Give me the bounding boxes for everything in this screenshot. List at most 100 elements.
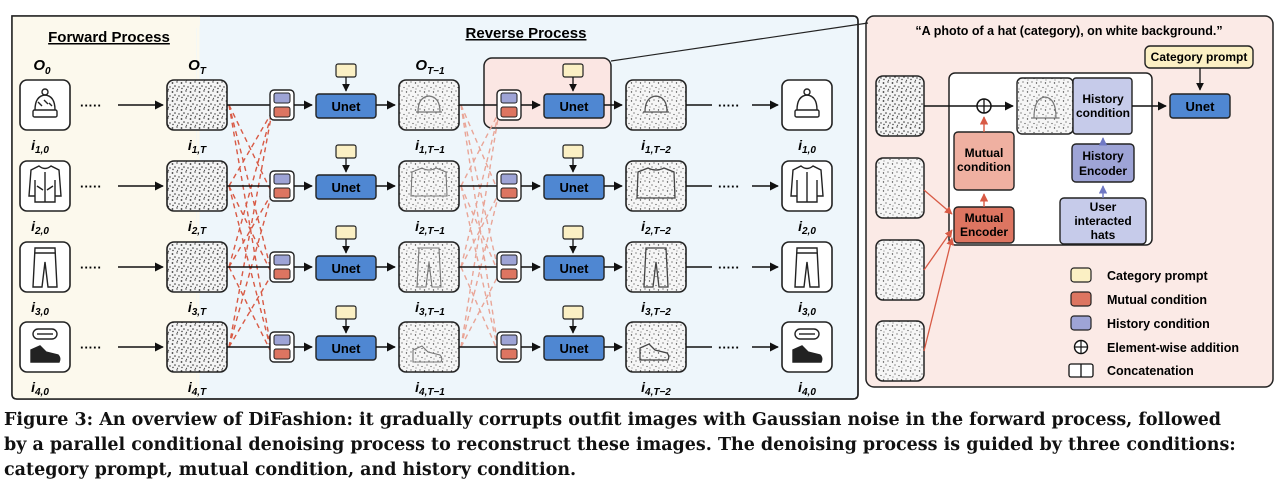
- svg-text:History: History: [1082, 149, 1124, 163]
- svg-text:Unet: Unet: [560, 341, 590, 356]
- caption-line-2: by a parallel conditional denoising proc…: [4, 435, 1236, 455]
- mutual-link: [228, 185, 273, 355]
- label-i-2-T-1: i2,T−1: [415, 218, 445, 237]
- row-1: ····· Unet Unet ·····: [19, 63, 833, 156]
- forward-title: Forward Process: [48, 29, 170, 46]
- mutual-link-faded: [460, 104, 500, 275]
- caption-line-1: Figure 3: An overview of DiFashion: it g…: [4, 410, 1221, 430]
- dots: ·····: [80, 98, 102, 113]
- label-oT-1: OT−1: [415, 57, 445, 77]
- svg-text:History: History: [1082, 92, 1124, 106]
- hat-icon: [32, 88, 58, 118]
- legend: Category prompt Mutual condition History…: [1068, 267, 1239, 378]
- clean-image-1: [19, 79, 71, 131]
- mutual-links: [228, 104, 273, 355]
- label-out-4: i4,0: [798, 379, 816, 398]
- svg-text:Element-wise addition: Element-wise addition: [1107, 341, 1239, 355]
- denoised-image-4b: [625, 321, 687, 373]
- svg-text:·····: ·····: [718, 179, 740, 194]
- label-o0: O0: [33, 57, 51, 77]
- shoe-icon: [792, 328, 823, 363]
- noisy-image-2: [166, 160, 228, 212]
- svg-text:Unet: Unet: [332, 180, 362, 195]
- prompt-box: [562, 144, 584, 159]
- svg-text:·····: ·····: [80, 179, 102, 194]
- denoised-image-3: [398, 241, 460, 293]
- prompt-quote: “A photo of a hat (category), on white b…: [915, 24, 1222, 38]
- svg-text:·····: ·····: [718, 260, 740, 275]
- unet-block: [543, 255, 605, 281]
- mutual-link-faded: [460, 104, 500, 355]
- svg-text:Unet: Unet: [560, 261, 590, 276]
- detail-concat-image: [1016, 77, 1074, 135]
- concat-block: [496, 251, 522, 283]
- noisy-image-3: [166, 241, 228, 293]
- prompt-box: [562, 225, 584, 240]
- label-i-1-0: i1,0: [31, 137, 49, 156]
- svg-text:Unet: Unet: [332, 261, 362, 276]
- prompt-box: [562, 63, 584, 78]
- unet-block: [543, 174, 605, 200]
- label-i-4-T: i4,T: [188, 379, 207, 398]
- difashion-diagram: Forward Process Reverse Process “A photo…: [11, 15, 1274, 400]
- hat-icon: [794, 88, 820, 118]
- output-image-1: [781, 79, 833, 131]
- label-i-2-0: i2,0: [31, 218, 49, 237]
- concat-block: [269, 89, 295, 121]
- sweater-icon: [790, 165, 824, 203]
- concat-block: [496, 170, 522, 202]
- svg-text:Mutual: Mutual: [965, 146, 1004, 160]
- svg-text:·····: ·····: [80, 340, 102, 355]
- svg-text:Mutual: Mutual: [965, 211, 1004, 225]
- legend-oplus-icon: [1073, 339, 1089, 355]
- unet-block: [315, 255, 377, 281]
- svg-text:Category prompt: Category prompt: [1107, 269, 1209, 283]
- pants-icon: [32, 247, 58, 288]
- sweater-icon: [28, 165, 62, 203]
- svg-text:Unet: Unet: [332, 99, 362, 114]
- svg-text:·····: ·····: [80, 260, 102, 275]
- legend-swatch-prompt: [1070, 267, 1092, 283]
- svg-text:Unet: Unet: [332, 341, 362, 356]
- reverse-title: Reverse Process: [466, 25, 587, 42]
- prompt-box: [335, 63, 357, 78]
- row-3: ····· Unet Unet ·····: [19, 225, 833, 318]
- prompt-box: [335, 225, 357, 240]
- denoised-image-2b: [625, 160, 687, 212]
- mutual-link-faded: [460, 273, 500, 348]
- svg-text:Unet: Unet: [560, 180, 590, 195]
- concat-block: [269, 331, 295, 363]
- denoised-image-1: [398, 79, 460, 131]
- svg-text:interacted: interacted: [1074, 214, 1131, 228]
- prompt-box: [335, 305, 357, 320]
- noisy-image-4: [166, 321, 228, 373]
- row-2: ····· Unet Unet ·····: [19, 144, 833, 237]
- denoised-image-2: [398, 160, 460, 212]
- denoised-image-1b: [625, 79, 687, 131]
- svg-text:condition: condition: [957, 160, 1011, 174]
- svg-text:Mutual condition: Mutual condition: [1107, 293, 1207, 307]
- label-i-1-T-1: i1,T−1: [415, 137, 445, 156]
- concat-block: [496, 331, 522, 363]
- mutual-links-faded: [460, 104, 500, 355]
- label-out-1: i1,0: [798, 137, 816, 156]
- mutual-link-faded: [460, 266, 500, 355]
- label-out-2: i2,0: [798, 218, 816, 237]
- svg-text:Concatenation: Concatenation: [1107, 364, 1194, 378]
- mutual-link: [228, 266, 273, 355]
- label-i-4-0: i4,0: [31, 379, 49, 398]
- mutual-link-faded: [460, 111, 500, 348]
- mutual-link: [228, 104, 273, 275]
- shoe-icon: [30, 328, 61, 363]
- concat-block: [269, 251, 295, 283]
- svg-text:Encoder: Encoder: [1079, 164, 1127, 178]
- label-i-3-0: i3,0: [31, 299, 49, 318]
- svg-text:Encoder: Encoder: [960, 225, 1008, 239]
- label-i-2-T-2: i2,T−2: [641, 218, 671, 237]
- pants-icon: [794, 247, 820, 288]
- svg-text:Category prompt: Category prompt: [1151, 50, 1248, 64]
- label-i-2-T: i2,T: [188, 218, 207, 237]
- prompt-box: [335, 144, 357, 159]
- detail-category-prompt: [1144, 45, 1254, 69]
